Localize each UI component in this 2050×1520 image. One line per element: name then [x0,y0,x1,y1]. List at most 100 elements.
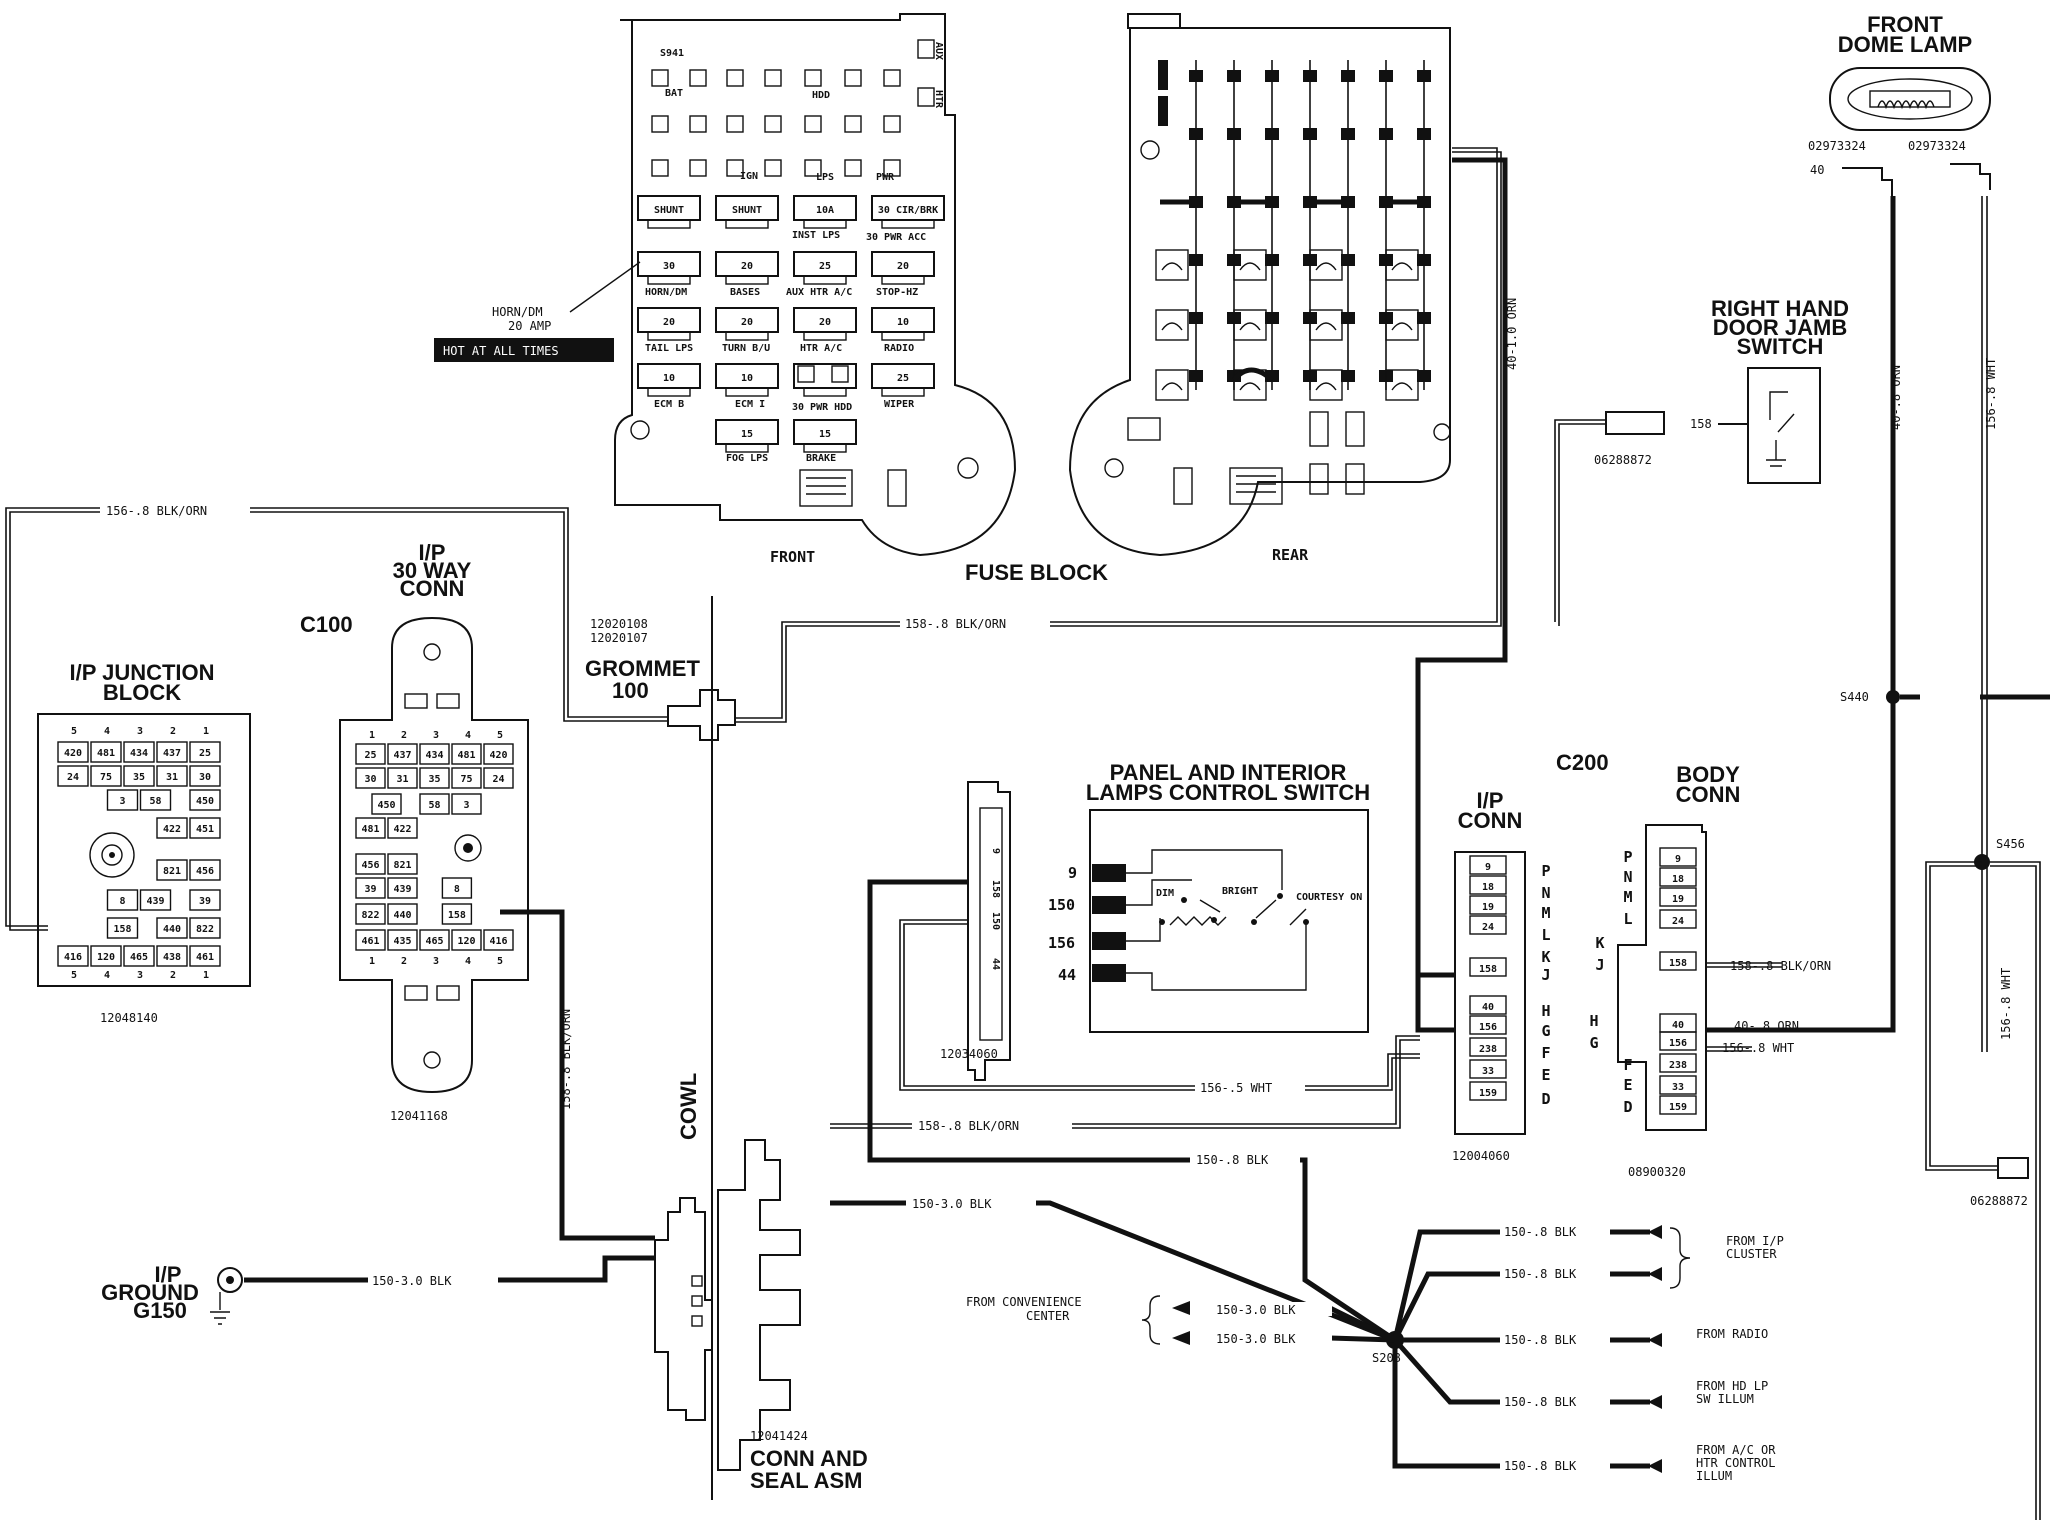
ipj-cell-label: 422 [163,824,181,835]
conn-seal-title-2: SEAL ASM [750,1468,862,1493]
ip30-cell [441,903,473,925]
switch-state-dim: DIM [1156,888,1174,899]
fuse-desc-brake: BRAKE [806,453,836,464]
fuse-rating: 20 [663,317,675,328]
ip30-top-num: 1 [369,730,375,741]
fuse-terminal [689,115,707,133]
ipj-top-num: 3 [137,726,143,737]
ipconn-letter: J [1541,966,1550,984]
wire-label-40-orn: 40-.8 ORN [1889,365,1903,430]
fuse-rating: 20 [741,317,753,328]
ip30-top-num: 3 [433,730,439,741]
fuse-desc-radio: RADIO [884,343,914,354]
ipj-bottom-num: 1 [203,970,209,981]
fuse-slot [871,363,935,389]
ipconn-cell-label: 19 [1482,902,1494,913]
body-letter: N [1623,868,1632,886]
ipj-cell [156,945,188,967]
s208-dest: ILLUM [1696,1469,1732,1483]
conn-seal-title-1: CONN AND [750,1446,868,1471]
fuse-slot [715,363,779,389]
ip30-cell [387,903,418,925]
wire-40-orn [1752,196,1896,1033]
fuse-terminal [844,69,862,87]
fuse-front-caption: FRONT [770,548,815,566]
fuse-slot [637,195,701,221]
fuse-label-ign: IGN [740,171,758,182]
ipj-cell-label: 420 [64,748,82,759]
ip30-cell [355,853,386,875]
fuse-terminal [651,69,669,87]
fuse-terminal [726,115,744,133]
ip30-cell [387,877,418,899]
fuse-rating: 10 [897,317,909,328]
wire-label-156-blk-orn-text: 156-.8 BLK/ORN [106,504,207,518]
ipconn-cell [1469,895,1507,915]
fuse-label-hdd: HDD [812,90,830,101]
s208-dest: HTR CONTROL [1696,1456,1775,1470]
ip30-cell-label: 24 [492,774,504,785]
ground-title-2: GROUND [101,1280,199,1305]
ipj-cell [156,741,188,763]
wire-158-blk-orn-v [500,909,655,1241]
ipj-cell [57,765,89,787]
ip30-cell-label: 456 [361,860,379,871]
conn-seal-part: 12041424 [750,1429,808,1443]
ipconn-cell-label: 18 [1482,882,1494,893]
fuse-terminal [844,159,862,177]
ip30-cell-label: 158 [448,910,466,921]
ipj-cell [106,917,139,939]
ipj-cell [156,817,188,839]
fuse-desc-stop-hz: STOP-HZ [876,287,918,298]
c100-label: C100 [300,612,353,637]
from-convenience-2: CENTER [1026,1309,1070,1323]
hot-at-all-times: HOT AT ALL TIMES [443,344,559,358]
fuse-desc-30-pwr-acc: 30 PWR ACC [866,232,926,243]
ipconn-cell-label: 156 [1479,1022,1497,1033]
panel-switch-title-2: LAMPS CONTROL SWITCH [1086,780,1370,805]
ipconn-cell [1469,875,1507,895]
ip30-cell [419,929,450,951]
ipj-cell-label: 451 [196,824,214,835]
fuse-rating: 15 [819,429,831,440]
ipj-cell [90,741,122,763]
body-conn-title-1: BODY [1676,762,1740,787]
ip30-cell [451,929,482,951]
wire-158-blk-orn [735,147,1502,723]
ipj-cell [139,789,172,811]
ip30-cell [355,903,386,925]
ipj-cell [189,859,221,881]
ip30-title-3: CONN [400,576,465,601]
body-cell-label: 40 [1672,1020,1684,1031]
fuse-desc-bases: BASES [730,287,760,298]
body-letter: H [1589,1012,1598,1030]
wire-158-pan [830,1035,1420,1129]
fuse-terminal [651,159,669,177]
conn-seal-asm: 12041424 CONN AND SEAL ASM [654,1139,868,1493]
fuse-terminal [883,115,901,133]
from-convenience-1: FROM CONVENIENCE [966,1295,1082,1309]
ipj-cell [189,789,221,811]
fuse-rating: 20 [897,261,909,272]
ipj-cell-label: 24 [67,772,79,783]
ip30-cell-label: 30 [364,774,376,785]
ip30-cell [387,767,418,789]
body-cell-label: 33 [1672,1082,1684,1093]
ipj-cell [156,765,188,787]
ipconn-letter: E [1541,1066,1550,1084]
ip30-cell-label: 450 [377,800,395,811]
ip30-title-1: I/P [419,540,446,565]
pconn-pin-158: 158 [990,880,1001,898]
fuse-block-title: FUSE BLOCK [965,560,1108,585]
fuse-desc-fog: FOG LPS [726,453,768,464]
fuse-rating: 20 [741,261,753,272]
ipj-cell-label: 822 [196,924,214,935]
fuse-slot [793,251,857,277]
ipconn-letter: G [1541,1022,1550,1040]
jamb-title-1: RIGHT HAND [1711,296,1849,321]
ip30-cell [419,767,450,789]
ipj-cell-label: 439 [146,896,164,907]
